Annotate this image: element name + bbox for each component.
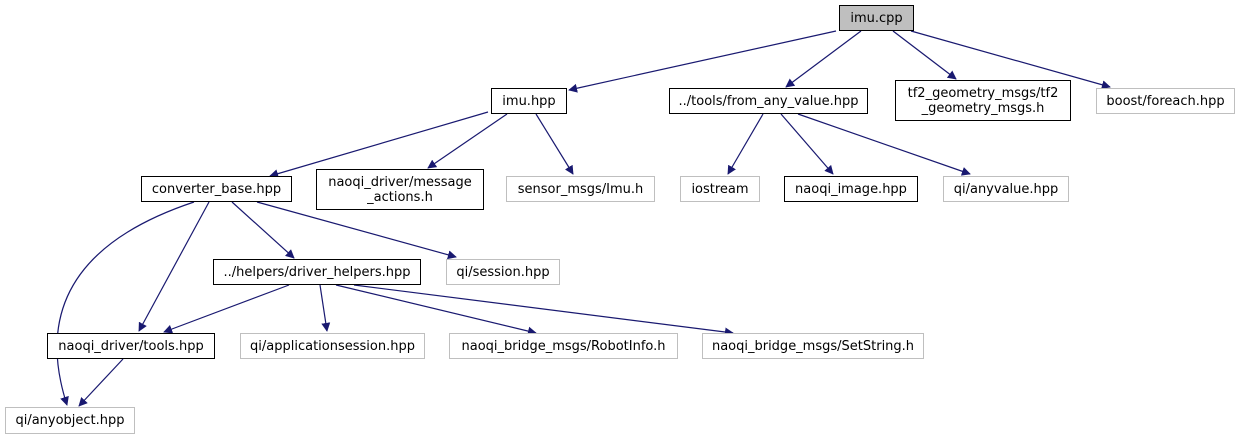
- node-robot-info-h: naoqi_bridge_msgs/RobotInfo.h: [449, 333, 678, 359]
- edge-imu_cpp-to-imu_hpp: [568, 30, 837, 93]
- edge-converter_base-to-qi_session: [256, 201, 457, 260]
- node-qi-anyvalue-hpp: qi/anyvalue.hpp: [943, 176, 1069, 202]
- node-label: qi/anyvalue.hpp: [953, 181, 1059, 197]
- edge-converter_base-to-driver_helpers: [231, 201, 295, 259]
- node-qi-applicationsession-hpp: qi/applicationsession.hpp: [240, 333, 425, 359]
- node-set-string-h: naoqi_bridge_msgs/SetString.h: [702, 333, 924, 359]
- node-naoqi-driver-tools-hpp[interactable]: naoqi_driver/tools.hpp: [47, 333, 215, 359]
- node-label: converter_base.hpp: [151, 181, 282, 197]
- node-message-actions-h[interactable]: naoqi_driver/message _actions.h: [316, 169, 484, 210]
- node-label: imu.hpp: [502, 93, 556, 109]
- edge-driver_helpers-to-app_session: [319, 284, 331, 332]
- node-from-any-value-hpp[interactable]: ../tools/from_any_value.hpp: [669, 88, 868, 114]
- node-iostream: iostream: [680, 176, 760, 202]
- edge-from_any_value-to-qi_anyvalue: [797, 113, 971, 176]
- node-label: ../helpers/driver_helpers.hpp: [223, 264, 411, 280]
- node-qi-session-hpp: qi/session.hpp: [446, 259, 560, 285]
- node-label: ../tools/from_any_value.hpp: [678, 93, 859, 109]
- node-label: naoqi_driver/message _actions.h: [328, 174, 472, 205]
- node-label: naoqi_bridge_msgs/SetString.h: [711, 338, 915, 354]
- node-label: qi/applicationsession.hpp: [250, 338, 415, 354]
- node-imu-cpp[interactable]: imu.cpp: [839, 5, 914, 31]
- node-converter-base-hpp[interactable]: converter_base.hpp: [141, 176, 292, 202]
- edge-imu_hpp-to-sensor_imu: [535, 113, 574, 175]
- node-label: naoqi_image.hpp: [795, 181, 907, 197]
- node-label: qi/session.hpp: [456, 264, 550, 280]
- node-label: naoqi_driver/tools.hpp: [58, 338, 204, 354]
- edge-driver_helpers-to-tools_hpp: [163, 284, 290, 334]
- node-naoqi-image-hpp[interactable]: naoqi_image.hpp: [784, 176, 918, 202]
- node-label: iostream: [691, 181, 749, 197]
- edge-tools_hpp-to-qi_anyobject: [78, 358, 124, 407]
- edge-imu_cpp-to-tf2_geometry: [892, 30, 957, 80]
- edge-imu_hpp-to-message_actions: [427, 113, 508, 169]
- edge-from_any_value-to-iostream: [727, 113, 764, 175]
- node-label: tf2_geometry_msgs/tf2 _geometry_msgs.h: [907, 85, 1059, 116]
- node-qi-anyobject-hpp: qi/anyobject.hpp: [5, 407, 135, 434]
- node-label: imu.cpp: [850, 10, 903, 26]
- edge-imu_cpp-to-boost_foreach: [910, 30, 1111, 90]
- edge-converter_base-to-qi_anyobject: [56, 201, 195, 406]
- node-imu-hpp[interactable]: imu.hpp: [491, 88, 567, 114]
- node-label: naoqi_bridge_msgs/RobotInfo.h: [461, 338, 666, 354]
- edge-converter_base-to-tools_hpp: [138, 201, 210, 332]
- edge-driver_helpers-to-set_string: [353, 284, 734, 337]
- edge-imu_cpp-to-from_any_value: [785, 30, 862, 88]
- edge-imu_hpp-to-converter_base: [269, 111, 489, 179]
- node-driver-helpers-hpp[interactable]: ../helpers/driver_helpers.hpp: [213, 259, 421, 285]
- node-label: boost/foreach.hpp: [1106, 93, 1225, 109]
- node-label: sensor_msgs/Imu.h: [517, 181, 644, 197]
- node-label: qi/anyobject.hpp: [15, 413, 125, 428]
- node-boost-foreach-hpp: boost/foreach.hpp: [1096, 88, 1235, 114]
- node-sensor-msgs-imu-h: sensor_msgs/Imu.h: [506, 176, 655, 202]
- edge-from_any_value-to-naoqi_image: [780, 113, 834, 175]
- edge-driver_helpers-to-robot_info: [335, 284, 537, 336]
- node-tf2-geometry-msgs-h[interactable]: tf2_geometry_msgs/tf2 _geometry_msgs.h: [895, 80, 1071, 121]
